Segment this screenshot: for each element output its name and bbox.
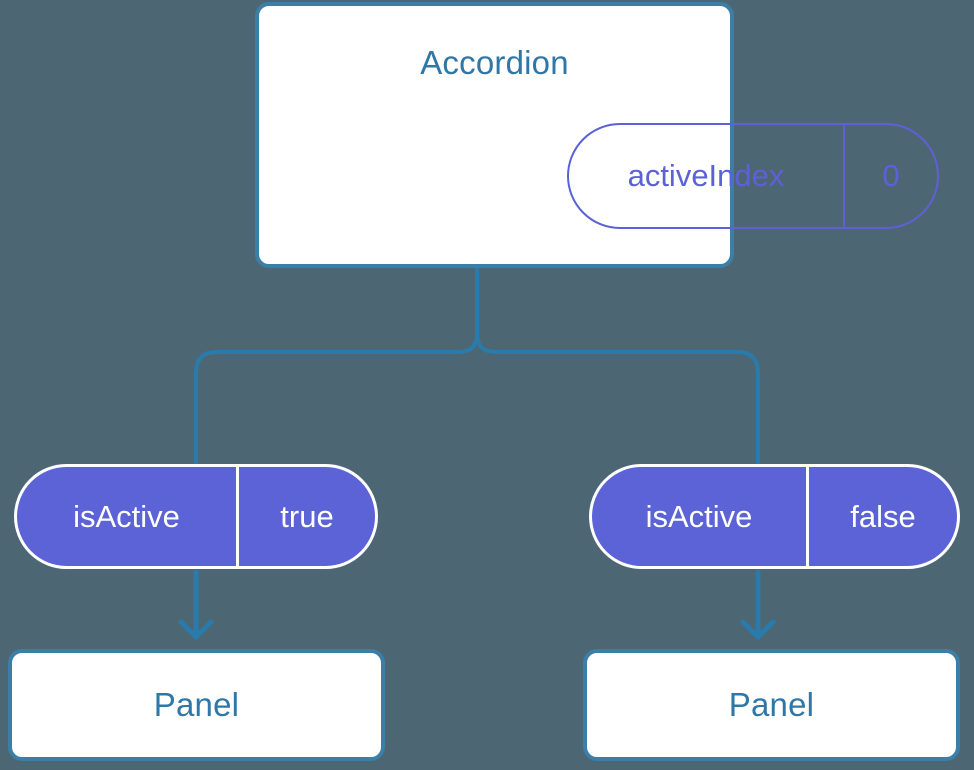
panel-title-left: Panel [153, 686, 240, 723]
state-pill-active-index[interactable]: activeIndex 0 [567, 123, 939, 229]
component-card-accordion[interactable]: Accordion activeIndex 0 [255, 2, 939, 268]
panel-title-right: Panel [728, 686, 815, 723]
arrow-head-left [178, 619, 214, 640]
prop-pill-is-active-false[interactable]: isActive false [589, 464, 960, 569]
component-card-panel-left[interactable]: Panel [8, 649, 385, 761]
arrow-head-right [740, 619, 776, 640]
accordion-title: Accordion [420, 44, 569, 81]
prop-pill-key: isActive [73, 498, 180, 534]
tree-connector-path-right [475, 266, 760, 465]
state-pill-key: activeIndex [627, 158, 785, 193]
component-card-panel-right[interactable]: Panel [583, 649, 960, 761]
prop-pill-key: isActive [645, 498, 753, 534]
prop-pill-value: false [806, 467, 957, 566]
state-pill-value: 0 [843, 125, 937, 227]
prop-pill-is-active-true[interactable]: isActive true [14, 464, 378, 569]
tree-connector-path [194, 266, 479, 465]
prop-pill-value: true [236, 467, 375, 566]
